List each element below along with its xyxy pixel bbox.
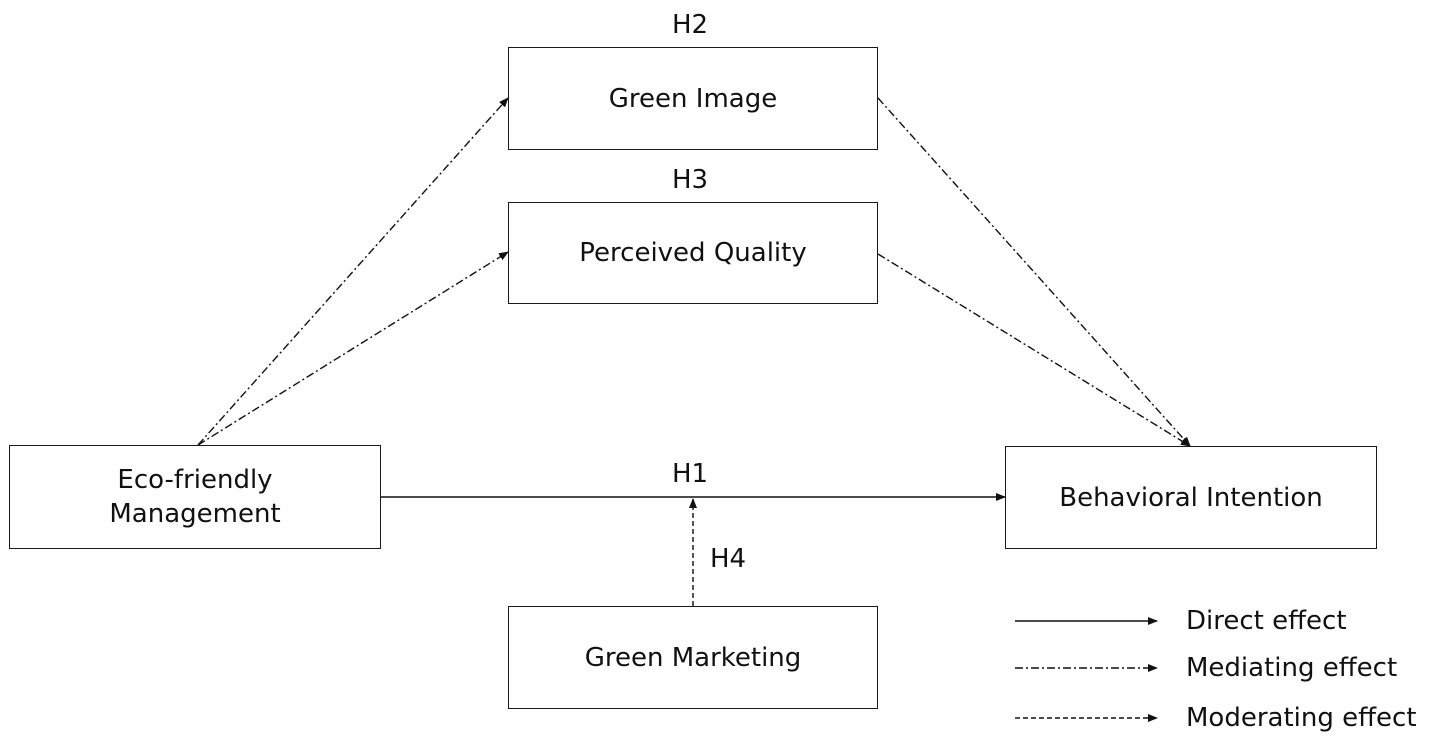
node-perceived-quality: Perceived Quality xyxy=(508,202,878,304)
node-behavioral-intention-label: Behavioral Intention xyxy=(1059,482,1323,513)
node-green-marketing: Green Marketing xyxy=(508,606,878,709)
legend-moderating-label: Moderating effect xyxy=(1186,703,1417,733)
hypothesis-label-h2: H2 xyxy=(672,10,709,40)
hypothesis-label-h1: H1 xyxy=(672,459,709,489)
hypothesis-label-h3: H3 xyxy=(672,165,709,195)
mediating-path-eco-to-green-image xyxy=(197,97,509,446)
node-perceived-quality-label: Perceived Quality xyxy=(579,238,807,268)
node-eco-friendly-management-line-2: Management xyxy=(109,499,281,529)
legend-mediating-label: Mediating effect xyxy=(1186,653,1398,683)
mediating-path-perceived-quality-to-behavioral xyxy=(877,253,1191,447)
node-behavioral-intention: Behavioral Intention xyxy=(1005,446,1377,549)
node-green-image: Green Image xyxy=(508,47,878,150)
mediating-path-green-image-to-behavioral xyxy=(877,97,1191,447)
hypothesis-label-h4: H4 xyxy=(710,544,747,574)
node-green-image-label: Green Image xyxy=(608,83,778,114)
node-green-marketing-label: Green Marketing xyxy=(584,642,802,673)
node-eco-friendly-management-line-1: Eco-friendly xyxy=(117,465,273,495)
node-eco-friendly-management: Eco-friendly Management xyxy=(9,445,381,549)
mediating-path-eco-to-perceived-quality xyxy=(197,251,509,446)
legend-direct-label: Direct effect xyxy=(1186,606,1347,636)
